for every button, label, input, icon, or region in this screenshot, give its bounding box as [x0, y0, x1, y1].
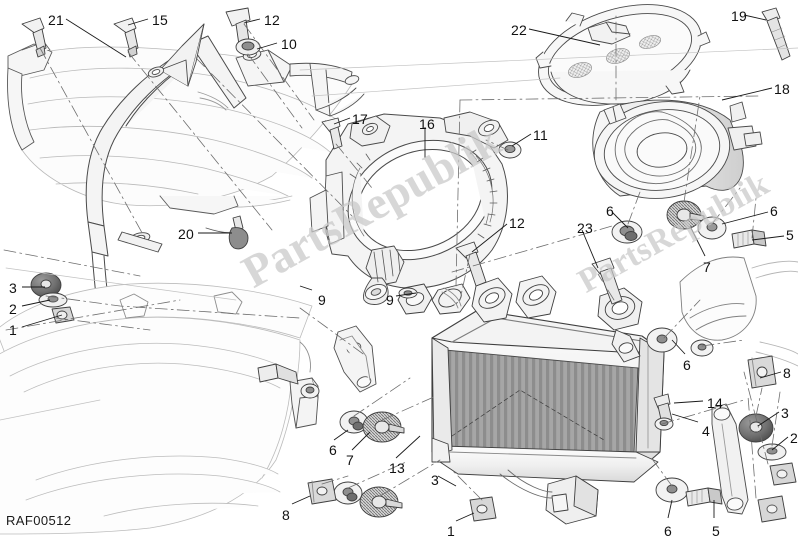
callout-leader-22	[528, 28, 601, 46]
callout-number-7: 7	[703, 259, 711, 275]
callout-leader-9	[299, 285, 313, 291]
callout-number-9: 9	[386, 292, 394, 308]
callout-leader-19	[743, 14, 767, 21]
callout-leader-7	[689, 225, 706, 257]
callout-leader-14	[673, 400, 704, 404]
callout-number-5: 5	[786, 227, 794, 243]
callout-number-14: 14	[707, 395, 723, 411]
callout-number-11: 11	[533, 127, 548, 143]
callout-leader-3	[757, 411, 780, 427]
callout-leader-10	[256, 42, 278, 50]
callout-leader-11	[511, 133, 532, 147]
callout-leader-6	[333, 429, 349, 441]
callout-number-1: 1	[9, 322, 17, 338]
callout-leader-7	[351, 431, 371, 451]
callout-leader-15	[127, 18, 149, 26]
callout-number-7: 7	[346, 452, 354, 468]
callout-leader-2	[21, 299, 51, 307]
callout-leader-12	[471, 223, 508, 253]
callout-number-20: 20	[178, 226, 194, 242]
callout-leader-4	[671, 413, 699, 423]
callout-number-23: 23	[577, 220, 593, 236]
callout-leader-1	[455, 512, 475, 522]
callout-leader-13	[395, 435, 421, 459]
callout-number-8: 8	[783, 365, 791, 381]
callout-leader-17	[333, 117, 351, 125]
callout-number-3: 3	[431, 472, 439, 488]
callout-leader-12	[243, 18, 261, 24]
callout-leader-6	[671, 339, 686, 355]
callout-number-12: 12	[509, 215, 525, 231]
callout-number-6: 6	[664, 523, 672, 537]
callout-leader-8	[291, 495, 311, 505]
callout-number-9: 9	[318, 292, 326, 308]
callout-number-16: 16	[419, 116, 435, 132]
callout-number-12: 12	[264, 12, 280, 28]
callout-number-6: 6	[606, 203, 614, 219]
callout-number-13: 13	[389, 460, 405, 476]
callout-number-5: 5	[712, 523, 720, 537]
callout-leader-18	[721, 87, 773, 101]
callout-number-17: 17	[352, 111, 368, 127]
callout-leader-3	[437, 475, 457, 487]
callout-number-1: 1	[447, 523, 455, 537]
callout-number-18: 18	[774, 81, 790, 97]
callout-number-8: 8	[282, 507, 290, 523]
callout-number-2: 2	[790, 430, 798, 446]
reference-code: RAF00512	[6, 513, 72, 528]
callout-leader-23	[581, 229, 599, 269]
callout-number-19: 19	[731, 8, 747, 24]
callout-leader-8	[759, 371, 782, 379]
callout-leader-6	[667, 499, 673, 519]
callout-leader-1	[21, 314, 63, 328]
callout-leader-6	[721, 211, 769, 225]
callout-number-6: 6	[329, 442, 337, 458]
callout-number-6: 6	[683, 357, 691, 373]
callout-number-22: 22	[511, 22, 527, 38]
callout-leader-9	[395, 292, 417, 297]
callout-number-3: 3	[781, 405, 789, 421]
callout-number-6: 6	[770, 203, 778, 219]
callout-number-21: 21	[48, 12, 64, 28]
callout-number-10: 10	[281, 36, 297, 52]
callout-number-2: 2	[9, 301, 17, 317]
callout-leader-2	[771, 436, 789, 451]
callout-leader-5	[751, 235, 785, 241]
callout-number-15: 15	[152, 12, 168, 28]
callout-leader-6	[611, 211, 629, 229]
callout-leader-21	[65, 18, 127, 58]
callout-number-4: 4	[702, 423, 710, 439]
callout-number-3: 3	[9, 280, 17, 296]
